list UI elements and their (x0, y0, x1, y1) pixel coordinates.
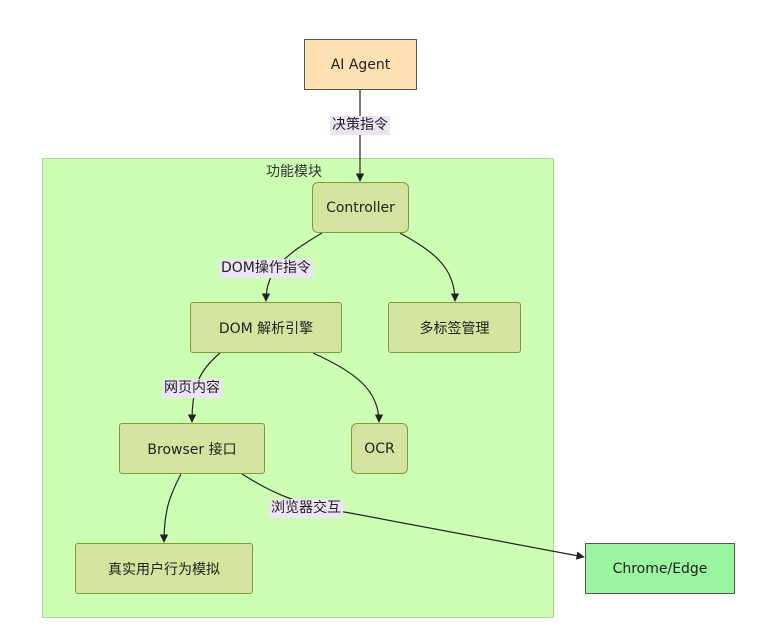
edge-label-browser-interaction: 浏览器交互 (269, 499, 343, 518)
ai-agent-label: AI Agent (330, 56, 391, 73)
edge-controller-tabs (399, 232, 460, 302)
edge-label-decision: 决策指令 (330, 116, 390, 135)
tab-management-label: 多标签管理 (419, 320, 490, 337)
edge-label-dom-ops: DOM操作指令 (219, 259, 313, 278)
browser-interface-label: Browser 接口 (147, 441, 237, 458)
edge-browser-simulate (159, 473, 182, 543)
controller-label: Controller (326, 199, 395, 216)
user-simulation-node: 真实用户行为模拟 (75, 543, 253, 594)
chrome-edge-label: Chrome/Edge (612, 560, 708, 577)
chrome-edge-node: Chrome/Edge (585, 543, 735, 594)
ai-agent-node: AI Agent (304, 39, 417, 90)
dom-engine-node: DOM 解析引擎 (190, 302, 342, 353)
cluster-title: 功能模块 (266, 164, 322, 180)
ocr-node: OCR (351, 423, 408, 474)
controller-node: Controller (312, 182, 409, 233)
edge-label-page-content: 网页内容 (162, 379, 222, 398)
edge-dom-ocr (312, 352, 384, 423)
tab-management-node: 多标签管理 (388, 302, 521, 353)
ocr-label: OCR (364, 440, 395, 457)
dom-engine-label: DOM 解析引擎 (218, 320, 314, 337)
functional-modules-cluster (42, 158, 554, 618)
user-simulation-label: 真实用户行为模拟 (108, 561, 220, 578)
browser-interface-node: Browser 接口 (119, 423, 265, 474)
